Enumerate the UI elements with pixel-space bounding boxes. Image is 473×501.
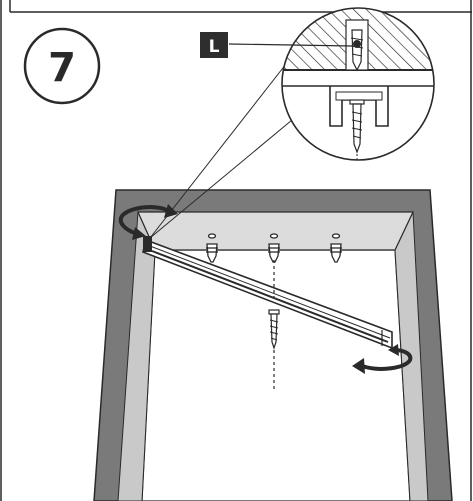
wall-plug-left (206, 233, 218, 263)
wall-plug-right (330, 233, 342, 263)
detail-zoom-circle (281, 7, 435, 161)
wall-plug-center (268, 233, 280, 263)
rotate-arrow-right-icon (352, 344, 413, 374)
screw-center (268, 260, 280, 390)
step-number-badge: 7 (23, 27, 101, 105)
part-label-callout: L (200, 32, 353, 58)
detail-leader-lines (149, 63, 293, 239)
part-label: L (209, 37, 220, 57)
step-number: 7 (48, 45, 76, 91)
